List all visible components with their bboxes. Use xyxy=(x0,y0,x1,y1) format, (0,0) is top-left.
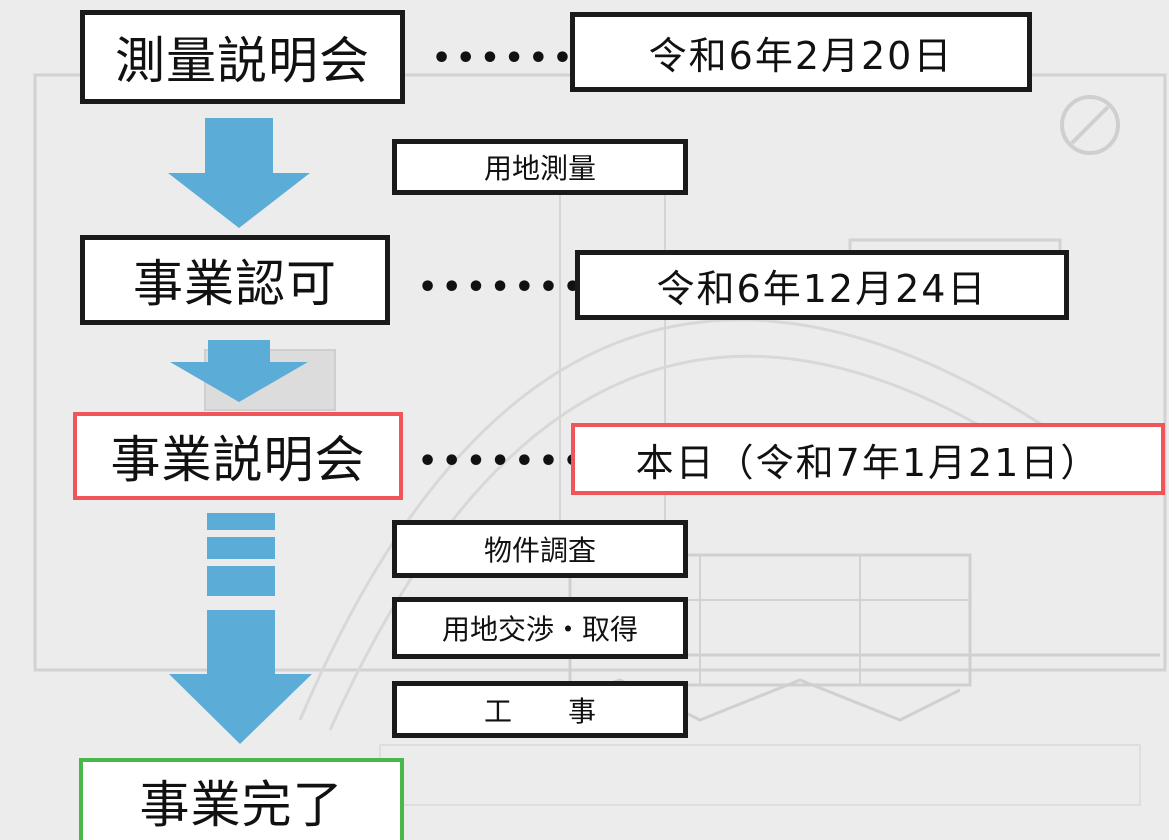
stage-project-briefing: 事業説明会 xyxy=(73,412,403,500)
date-project-approval: 令和6年12月24日 xyxy=(575,250,1069,320)
stage-project-completion: 事業完了 xyxy=(79,758,404,840)
stage-project-approval: 事業認可 xyxy=(80,235,390,325)
task-property-investigation: 物件調査 xyxy=(392,520,688,578)
date-project-briefing: 本日（令和7年1月21日） xyxy=(571,423,1165,495)
task-land-negotiation: 用地交渉・取得 xyxy=(392,597,688,659)
task-land-survey: 用地測量 xyxy=(392,139,688,195)
flow-segment-2 xyxy=(207,537,275,559)
flow-arrow-2 xyxy=(170,340,308,402)
stage-survey-briefing: 測量説明会 xyxy=(80,10,405,104)
date-survey-briefing: 令和6年2月20日 xyxy=(570,12,1032,92)
flow-segment-3 xyxy=(207,566,275,596)
flow-arrow-1 xyxy=(168,118,310,228)
task-construction: 工 事 xyxy=(392,681,688,738)
dotted-leader-1: •••••• xyxy=(432,41,578,76)
flow-segment-1 xyxy=(207,513,275,530)
flow-arrow-3 xyxy=(169,610,312,744)
dotted-leader-3: ••••••• xyxy=(418,444,588,479)
dotted-leader-2: ••••••• xyxy=(418,270,588,305)
